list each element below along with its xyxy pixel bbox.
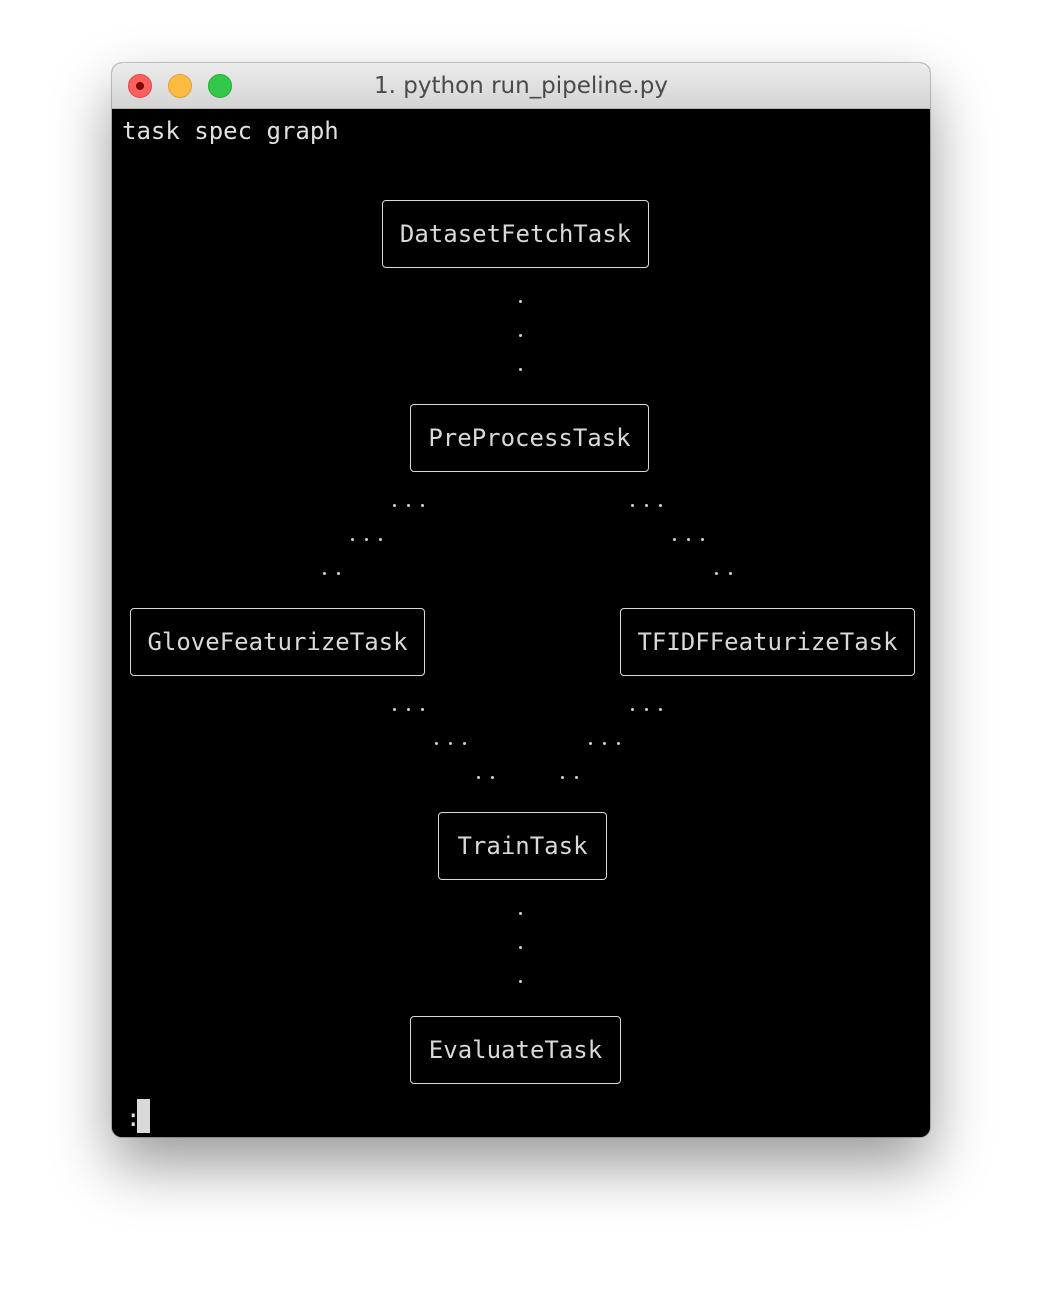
edge-dot-preprocess-to-glove-featurize (379, 538, 382, 541)
edge-dot-preprocess-to-glove-featurize (337, 572, 340, 575)
node-glove-featurize-task: GloveFeaturizeTask (130, 608, 425, 676)
node-dataset-fetch-task: DatasetFetchTask (382, 200, 649, 268)
edge-dot-tfidf-featurize-to-train (659, 708, 662, 711)
edge-dot-preprocess-to-tfidf-featurize (701, 538, 704, 541)
edge-dot-glove-featurize-to-train (463, 742, 466, 745)
edge-dot-preprocess-to-tfidf-featurize (715, 572, 718, 575)
node-tfidf-featurize-task: TFIDFFeaturizeTask (620, 608, 915, 676)
edge-dot-tfidf-featurize-to-train (603, 742, 606, 745)
close-button[interactable] (128, 74, 152, 98)
output-heading: task spec graph (122, 117, 339, 145)
edge-dot-preprocess-to-glove-featurize (365, 538, 368, 541)
node-evaluate-task: EvaluateTask (410, 1016, 621, 1084)
edge-dot-dataset-fetch-to-preprocess (519, 334, 522, 337)
edge-dot-train-to-evaluate (519, 912, 522, 915)
edge-dot-preprocess-to-tfidf-featurize (645, 504, 648, 507)
terminal-window: 1. python run_pipeline.py task spec grap… (112, 63, 930, 1137)
edge-dot-glove-featurize-to-train (491, 776, 494, 779)
edge-dot-tfidf-featurize-to-train (561, 776, 564, 779)
edge-dot-dataset-fetch-to-preprocess (519, 300, 522, 303)
edge-dot-preprocess-to-tfidf-featurize (659, 504, 662, 507)
edge-dot-glove-featurize-to-train (477, 776, 480, 779)
edge-dot-tfidf-featurize-to-train (575, 776, 578, 779)
edge-dot-glove-featurize-to-train (435, 742, 438, 745)
edge-dot-dataset-fetch-to-preprocess (519, 368, 522, 371)
zoom-button[interactable] (208, 74, 232, 98)
edge-dot-preprocess-to-tfidf-featurize (631, 504, 634, 507)
edge-dot-tfidf-featurize-to-train (589, 742, 592, 745)
edge-dot-glove-featurize-to-train (421, 708, 424, 711)
title-bar[interactable]: 1. python run_pipeline.py (112, 63, 930, 109)
edge-dot-train-to-evaluate (519, 946, 522, 949)
node-preprocess-task: PreProcessTask (410, 404, 649, 472)
node-train-task: TrainTask (438, 812, 607, 880)
pager-prompt: : (126, 1104, 141, 1132)
edge-dot-preprocess-to-glove-featurize (393, 504, 396, 507)
edge-dot-tfidf-featurize-to-train (617, 742, 620, 745)
edge-dot-preprocess-to-tfidf-featurize (729, 572, 732, 575)
edge-dot-glove-featurize-to-train (449, 742, 452, 745)
edge-dot-preprocess-to-glove-featurize (351, 538, 354, 541)
edge-dot-tfidf-featurize-to-train (645, 708, 648, 711)
edge-dot-train-to-evaluate (519, 980, 522, 983)
edge-dot-glove-featurize-to-train (393, 708, 396, 711)
minimize-button[interactable] (168, 74, 192, 98)
edge-dot-preprocess-to-tfidf-featurize (687, 538, 690, 541)
edge-dot-preprocess-to-glove-featurize (323, 572, 326, 575)
edge-dot-preprocess-to-glove-featurize (421, 504, 424, 507)
close-icon (136, 82, 144, 90)
terminal-output[interactable]: task spec graph DatasetFetchTask PreProc… (112, 109, 930, 1137)
window-title: 1. python run_pipeline.py (374, 73, 668, 99)
edge-dot-preprocess-to-glove-featurize (407, 504, 410, 507)
edge-dot-preprocess-to-tfidf-featurize (673, 538, 676, 541)
edge-dot-glove-featurize-to-train (407, 708, 410, 711)
edge-dot-tfidf-featurize-to-train (631, 708, 634, 711)
text-cursor (137, 1099, 150, 1133)
